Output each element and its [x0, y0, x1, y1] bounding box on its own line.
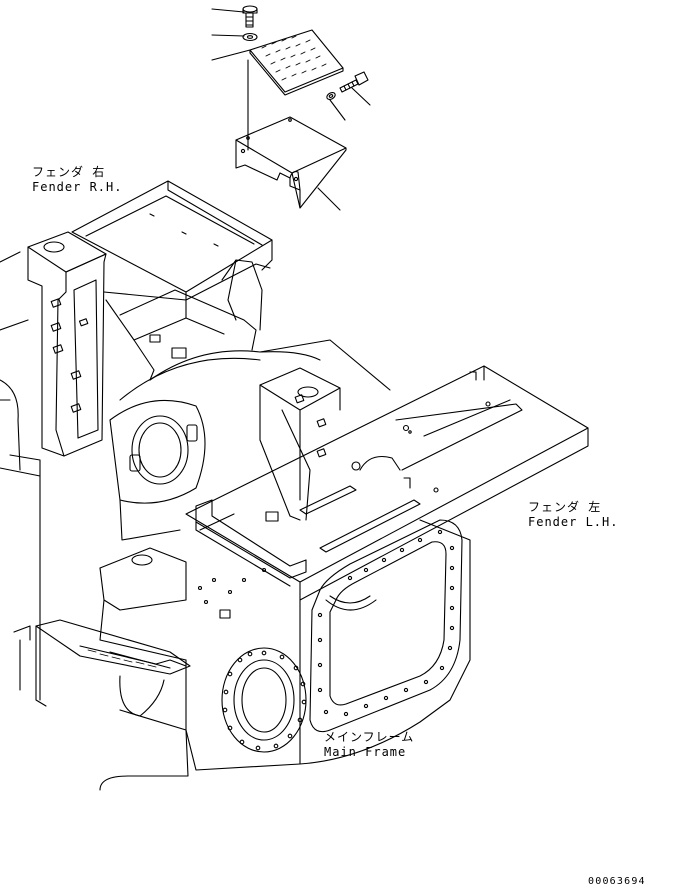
fender-cover [235, 116, 347, 209]
fender-rh-label-jp: フェンダ 右 [32, 165, 106, 179]
bolt-side [339, 71, 369, 93]
anti-slip-plate [249, 29, 344, 96]
fender-rh-label-en: Fender R.H. [32, 180, 123, 194]
main-frame-label-jp: メインフレーム [324, 730, 415, 744]
main-frame-label-en: Main Frame [324, 745, 407, 759]
fender-lh-label-jp: フェンダ 左 [528, 500, 602, 514]
housing-bolt-holes [222, 650, 307, 751]
fender-rh-label: フェンダ 右 Fender R.H. [32, 165, 122, 195]
bolt-top [242, 5, 258, 28]
leader-lines [211, 8, 371, 211]
document-code: 00063694 [588, 876, 646, 887]
fender-lh-label-en: Fender L.H. [528, 515, 619, 529]
panel-bolt-holes [317, 529, 455, 717]
washer-top [242, 32, 258, 42]
fender-lh-label: フェンダ 左 Fender L.H. [528, 500, 618, 530]
washer-side [326, 92, 336, 100]
main-frame-label: メインフレーム Main Frame [324, 730, 414, 760]
main-frame [0, 180, 589, 791]
